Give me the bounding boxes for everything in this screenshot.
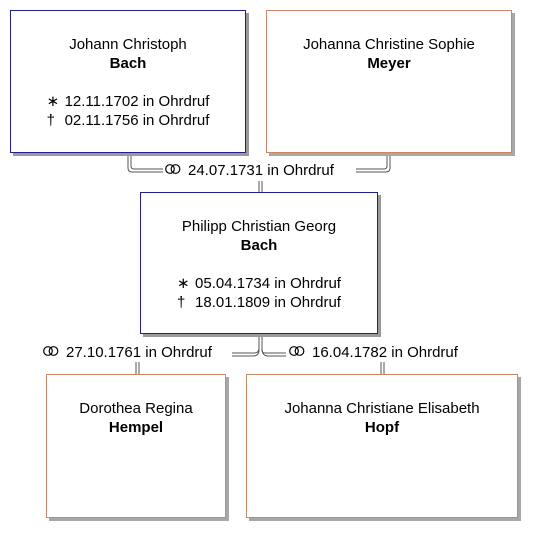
father-surname: Bach xyxy=(109,55,147,72)
person-spouse-connector-c xyxy=(232,335,260,357)
parents-marriage: 24.07.1731 in Ohrdruf xyxy=(164,162,334,180)
spouse2-surname: Hopf xyxy=(364,419,400,436)
mother-surname: Meyer xyxy=(367,55,411,72)
spouse2-given-name: Johanna Christiane Elisabeth xyxy=(284,400,480,417)
death-cross-icon: † xyxy=(177,294,186,311)
death-cross-icon: † xyxy=(46,112,55,129)
spouse1-marriage-text: 27.10.1761 in Ohrdruf xyxy=(66,344,212,361)
spouse2-marriage-text: 16.04.1782 in Ohrdruf xyxy=(312,344,458,361)
father-connector-inner xyxy=(130,154,163,170)
person-spouse-connector-b xyxy=(261,335,286,354)
father-given-name: Johann Christoph xyxy=(69,36,187,53)
mother-connector xyxy=(356,154,391,173)
spouse2-card[interactable]: Johanna Christiane Elisabeth Hopf xyxy=(246,374,518,518)
marriage-rings-icon xyxy=(42,344,66,362)
father-connector xyxy=(127,154,163,173)
person-birth: ∗05.04.1734 in Ohrdruf xyxy=(177,275,341,292)
person-given-name: Philipp Christian Georg xyxy=(181,218,337,235)
spouse1-marriage: 27.10.1761 in Ohrdruf xyxy=(42,344,212,362)
person-surname: Bach xyxy=(240,237,278,254)
spouse1-card[interactable]: Dorothea Regina Hempel xyxy=(46,374,226,518)
birth-star-icon: ∗ xyxy=(46,93,60,110)
father-birth: ∗12.11.1702 in Ohrdruf xyxy=(46,93,210,110)
spouse1-given-name: Dorothea Regina xyxy=(79,400,193,417)
father-card[interactable]: Johann Christoph Bach ∗12.11.1702 in Ohr… xyxy=(10,10,246,153)
mother-connector-inner xyxy=(356,154,388,170)
person-events: ∗05.04.1734 in Ohrdruf †18.01.1809 in Oh… xyxy=(141,274,377,312)
spouse1-surname: Hempel xyxy=(108,419,164,436)
spouse2-marriage: 16.04.1782 in Ohrdruf xyxy=(288,344,458,362)
person-death: †18.01.1809 in Ohrdruf xyxy=(177,294,341,311)
marriage-rings-icon xyxy=(164,162,188,180)
mother-given-name: Johanna Christine Sophie xyxy=(303,36,475,53)
birth-star-icon: ∗ xyxy=(177,275,190,292)
person-spouse-connector xyxy=(232,335,260,354)
person-card[interactable]: Philipp Christian Georg Bach ∗05.04.1734… xyxy=(140,192,378,334)
parents-marriage-text: 24.07.1731 in Ohrdruf xyxy=(188,162,334,179)
father-death: †02.11.1756 in Ohrdruf xyxy=(46,112,210,129)
father-events: ∗12.11.1702 in Ohrdruf †02.11.1756 in Oh… xyxy=(11,92,245,130)
marriage-rings-icon xyxy=(288,344,312,362)
mother-card[interactable]: Johanna Christine Sophie Meyer xyxy=(266,10,512,153)
